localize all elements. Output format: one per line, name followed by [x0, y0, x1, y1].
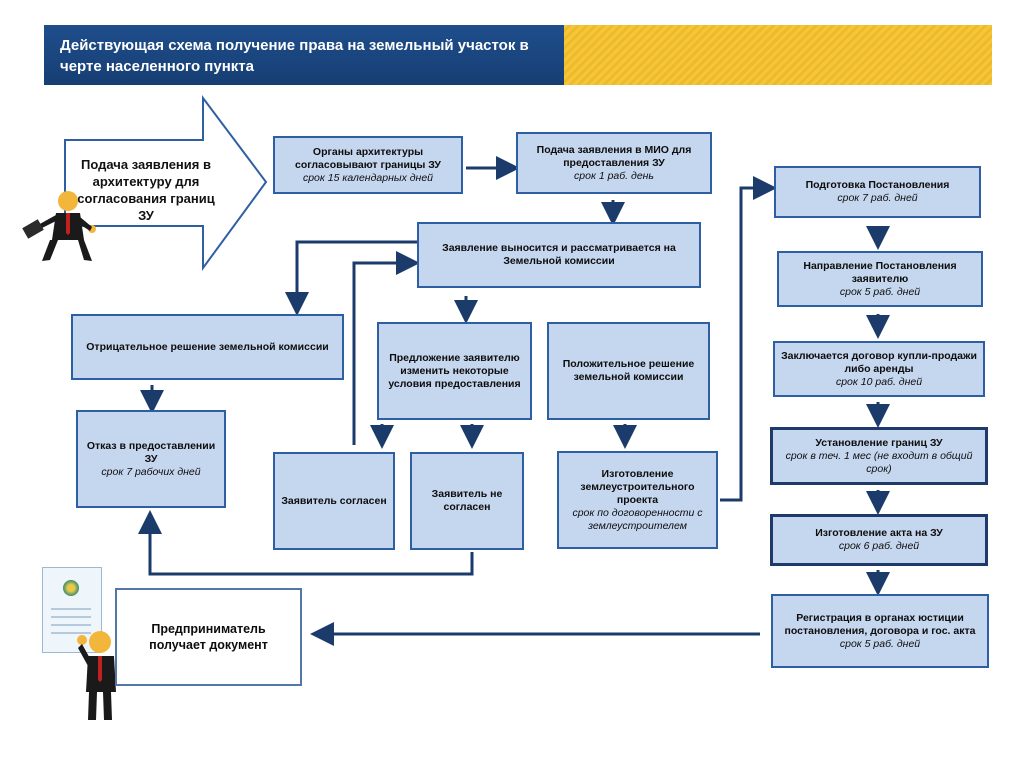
- header-banner: Действующая схема получение права на зем…: [44, 25, 992, 85]
- commission-title: Заявление выносится и рассматривается на…: [442, 242, 676, 267]
- header-gold-panel: [564, 25, 992, 85]
- architecture-term: срок 15 календарных дней: [302, 171, 434, 184]
- arrow-disagrees-to-refusal: [138, 510, 474, 576]
- start-arrow-label: Подача заявления в архитектуру для согла…: [77, 157, 215, 223]
- architecture-box: Органы архитектуры согласовывают границы…: [273, 136, 463, 194]
- registration-box: Регистрация в органах юстиции постановле…: [771, 594, 989, 668]
- offer-title: Предложение заявителю изменить некоторые…: [388, 351, 521, 390]
- contract-box: Заключается договор купли-продажи либо а…: [773, 341, 985, 397]
- applicant-agrees-title: Заявитель согласен: [281, 494, 387, 507]
- contract-title: Заключается договор купли-продажи либо а…: [781, 349, 977, 375]
- act-term: срок 6 раб. дней: [838, 540, 920, 552]
- applicant-disagrees-box: Заявитель не согласен: [410, 452, 524, 550]
- act-title: Изготовление акта на ЗУ: [815, 527, 943, 539]
- resolution-box: Подготовка Постановления срок 7 раб. дне…: [774, 166, 981, 218]
- resolution-title: Подготовка Постановления: [805, 179, 950, 191]
- borders-title: Установление границ ЗУ: [815, 436, 943, 449]
- registration-title: Регистрация в органах юстиции постановле…: [784, 611, 976, 637]
- registration-term: срок 5 раб. дней: [839, 637, 921, 650]
- send-resolution-term: срок 5 раб. дней: [839, 285, 921, 298]
- final-document-title: Предприниматель получает документ: [149, 622, 268, 652]
- businessman-icon: [22, 191, 96, 261]
- offer-box: Предложение заявителю изменить некоторые…: [377, 322, 532, 420]
- architecture-title: Органы архитектуры согласовывают границы…: [295, 145, 441, 171]
- send-resolution-box: Направление Постановления заявителю срок…: [777, 251, 983, 307]
- mio-box: Подача заявления в МИО для предоставлени…: [516, 132, 712, 194]
- arrow-agrees-to-commission: [352, 251, 420, 445]
- header-blue-panel: [44, 25, 564, 85]
- negative-decision-box: Отрицательное решение земельной комиссии: [71, 314, 344, 380]
- survey-project-term: срок по договоренности с землеустроителе…: [572, 506, 703, 532]
- act-box: Изготовление акта на ЗУ срок 6 раб. дней: [770, 514, 988, 566]
- positive-decision-box: Положительное решение земельной комиссии: [547, 322, 710, 420]
- contract-term: срок 10 раб. дней: [835, 375, 923, 388]
- survey-project-box: Изготовление землеустроительного проекта…: [557, 451, 718, 549]
- send-resolution-title: Направление Постановления заявителю: [803, 259, 957, 285]
- mio-title: Подача заявления в МИО для предоставлени…: [536, 143, 692, 169]
- arrow-commission-to-negative: [285, 240, 418, 316]
- mio-term: срок 1 раб. день: [574, 169, 654, 182]
- borders-term: срок в теч. 1 мес (не входит в общий сро…: [785, 449, 973, 475]
- final-document-box: Предприниматель получает документ: [115, 588, 302, 686]
- applicant-agrees-box: Заявитель согласен: [273, 452, 395, 550]
- refusal-box: Отказ в предоставлении ЗУ срок 7 рабочих…: [76, 410, 226, 508]
- negative-decision-title: Отрицательное решение земельной комиссии: [86, 340, 329, 353]
- survey-project-title: Изготовление землеустроительного проекта: [580, 467, 695, 506]
- page-title: Действующая схема получение права на зем…: [60, 37, 529, 75]
- resolution-term: срок 7 раб. дней: [837, 192, 918, 204]
- borders-box: Установление границ ЗУ срок в теч. 1 мес…: [770, 427, 988, 485]
- commission-box: Заявление выносится и рассматривается на…: [417, 222, 701, 288]
- refusal-term: срок 7 рабочих дней: [101, 465, 201, 478]
- arrow-project-to-resolution: [720, 176, 777, 502]
- refusal-title: Отказ в предоставлении ЗУ: [86, 439, 216, 465]
- applicant-disagrees-title: Заявитель не согласен: [431, 488, 503, 513]
- positive-decision-title: Положительное решение земельной комиссии: [562, 358, 695, 383]
- businessman-with-document-icon: [77, 631, 116, 720]
